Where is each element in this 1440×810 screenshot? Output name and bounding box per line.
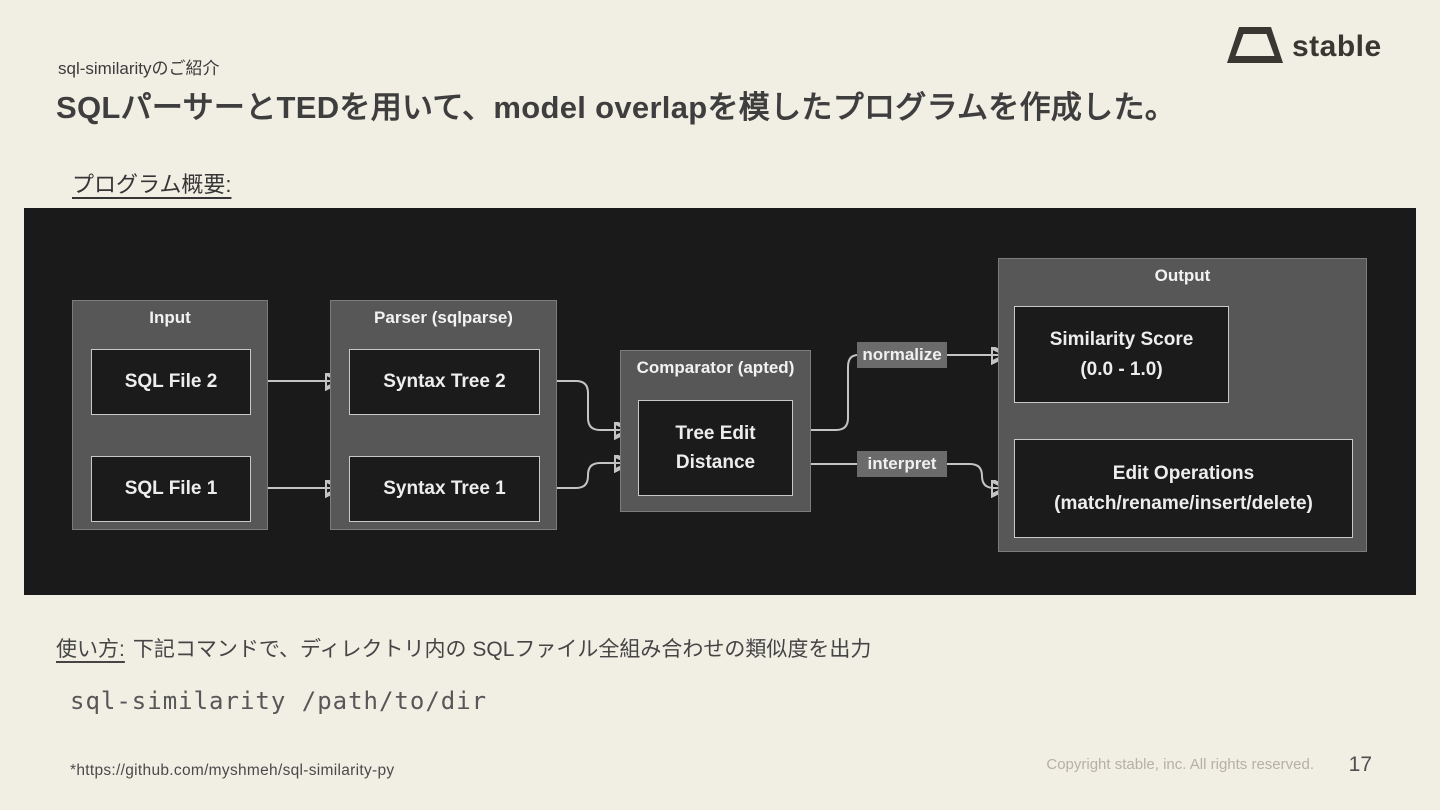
input-panel: Input SQL File 2 SQL File 1 [72,300,268,530]
edit-operations-label-line2: (match/rename/insert/delete) [1054,492,1313,514]
parser-panel-title: Parser (sqlparse) [374,308,513,327]
similarity-score-node: Similarity Score (0.0 - 1.0) [1014,306,1229,403]
parser-panel: Parser (sqlparse) Syntax Tree 2 Syntax T… [330,300,557,530]
similarity-score-label-line2: (0.0 - 1.0) [1080,358,1163,380]
page-number: 17 [1348,753,1372,776]
table-trapezoid-icon [1226,25,1284,70]
interpret-edge-label: interpret [857,451,947,477]
github-url-footnote[interactable]: *https://github.com/myshmeh/sql-similari… [70,762,395,779]
sql-file-1-label: SQL File 1 [124,478,218,500]
sql-file-2-label: SQL File 2 [124,371,218,393]
sql-file-1-node: SQL File 1 [91,456,251,522]
syntax-tree-1-label: Syntax Tree 1 [383,478,506,500]
similarity-score-label-line1: Similarity Score [1049,329,1194,351]
edit-operations-label-line1: Edit Operations [1112,463,1255,485]
brand-logo: stable [1226,26,1396,68]
brand-logo-text: stable [1292,30,1382,63]
copyright-text: Copyright stable, inc. All rights reserv… [1046,756,1314,773]
section-label: プログラム概要: [72,172,232,197]
comparator-panel: Comparator (apted) Tree Edit Distance [620,350,811,512]
syntax-tree-2-node: Syntax Tree 2 [349,349,540,415]
usage-text: 下記コマンドで、ディレクトリ内の SQLファイル全組み合わせの類似度を出力 [132,638,872,661]
tree-edit-distance-node: Tree Edit Distance [638,400,793,496]
usage-label: 使い方: [56,638,125,661]
slide-title: SQLパーサーとTEDを用いて、model overlapを模したプログラムを作… [56,90,1177,125]
edit-operations-node: Edit Operations (match/rename/insert/del… [1014,439,1353,538]
ted-label-line1: Tree Edit [675,422,756,444]
syntax-tree-1-node: Syntax Tree 1 [349,456,540,522]
command-line: sql-similarity /path/to/dir [70,687,488,715]
input-panel-title: Input [149,308,191,327]
sql-file-2-node: SQL File 2 [91,349,251,415]
comparator-panel-title: Comparator (apted) [636,358,795,377]
normalize-edge-label: normalize [857,342,947,368]
usage-line: 使い方: 下記コマンドで、ディレクトリ内の SQLファイル全組み合わせの類似度を出… [56,633,871,663]
program-overview-diagram: Input SQL File 2 SQL File 1 Parser (sqlp… [24,208,1416,595]
output-panel-title: Output [1154,266,1211,285]
ted-label-line2: Distance [675,452,756,473]
slide-kicker: sql-similarityのご紹介 [58,59,220,78]
syntax-tree-2-label: Syntax Tree 2 [383,371,506,393]
output-panel: Output Similarity Score (0.0 - 1.0) Edit… [998,258,1367,552]
